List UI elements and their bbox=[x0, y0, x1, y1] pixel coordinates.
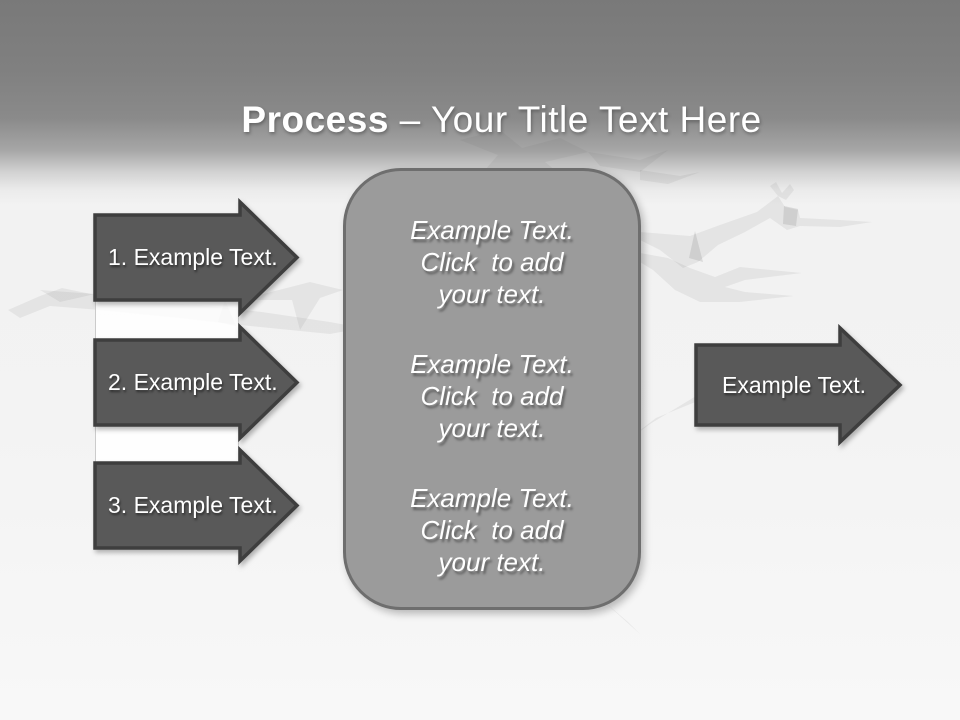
process-arrow-2[interactable]: 2. Example Text. bbox=[93, 322, 305, 443]
text-line: Example Text. bbox=[410, 483, 574, 513]
text-line: Click to add bbox=[420, 247, 564, 277]
title-rest-text: – Your Title Text Here bbox=[388, 99, 762, 140]
text-line: Example Text. bbox=[410, 215, 574, 245]
text-paragraph-3: Example Text. Click to add your text. bbox=[346, 482, 638, 578]
title-bold-text: Process bbox=[241, 99, 389, 140]
process-arrow-3[interactable]: 3. Example Text. bbox=[93, 445, 305, 566]
right-arrow-shape-icon bbox=[93, 197, 300, 318]
center-text-block: Example Text. Click to add your text. Ex… bbox=[346, 171, 638, 578]
arrow-label: 1. Example Text. bbox=[108, 244, 278, 270]
output-arrow[interactable]: Example Text. bbox=[694, 323, 906, 447]
text-line: Example Text. bbox=[410, 349, 574, 379]
arrow-label: 3. Example Text. bbox=[108, 492, 278, 518]
right-arrow-shape-icon bbox=[694, 323, 903, 447]
right-arrow-shape-icon bbox=[93, 445, 300, 566]
process-arrow-1[interactable]: 1. Example Text. bbox=[93, 197, 305, 318]
arrow-label: Example Text. bbox=[721, 371, 867, 398]
text-paragraph-2: Example Text. Click to add your text. bbox=[346, 348, 638, 444]
text-line: Click to add bbox=[420, 515, 564, 545]
text-line: your text. bbox=[438, 413, 546, 443]
text-line: your text. bbox=[438, 279, 546, 309]
slide-title: Process – Your Title Text Here bbox=[0, 48, 960, 192]
right-arrow-shape-icon bbox=[93, 322, 300, 443]
center-text-box[interactable]: Example Text. Click to add your text. Ex… bbox=[343, 168, 641, 610]
text-line: your text. bbox=[438, 547, 546, 577]
text-line: Click to add bbox=[420, 381, 564, 411]
arrow-label: 2. Example Text. bbox=[108, 369, 278, 395]
arrow-connector-2 bbox=[95, 424, 239, 464]
arrow-connector-1 bbox=[95, 300, 239, 341]
text-paragraph-1: Example Text. Click to add your text. bbox=[346, 214, 638, 310]
